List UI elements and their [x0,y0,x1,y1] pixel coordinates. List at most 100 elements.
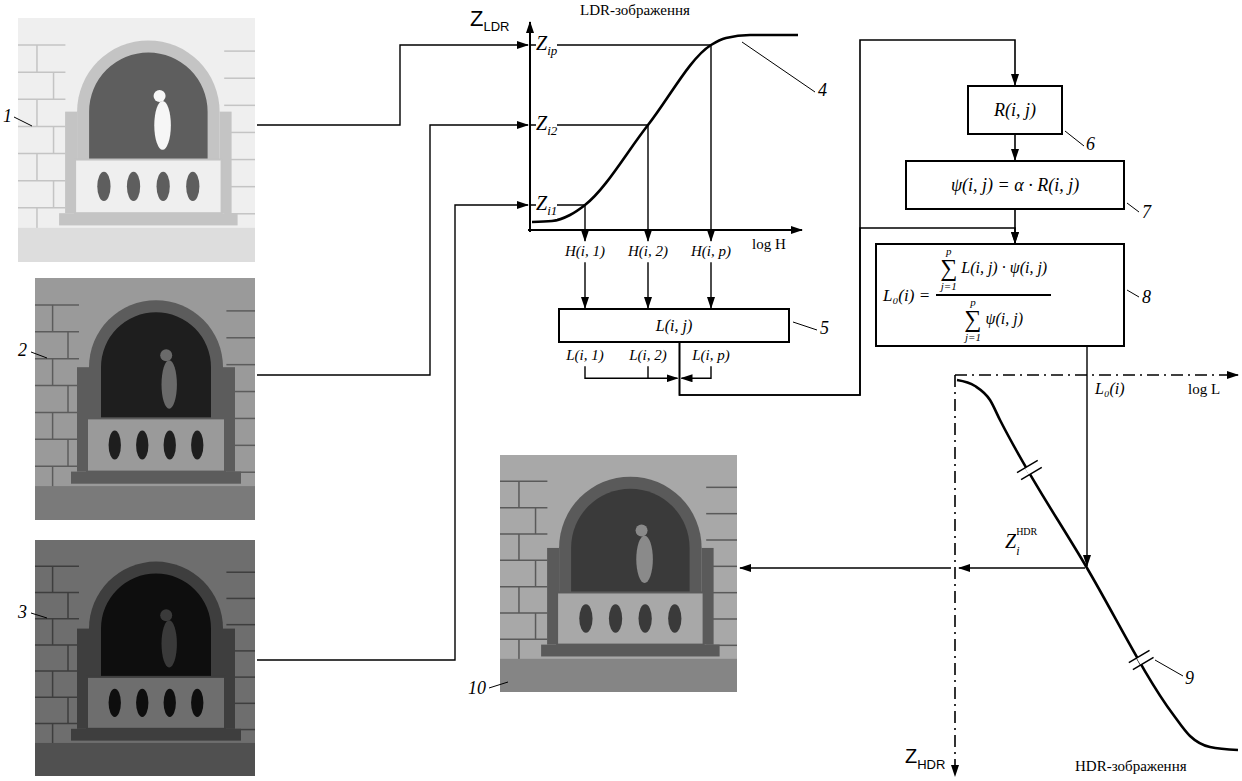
photo-wall [35,540,255,776]
baluster-opening [136,689,148,717]
stone-joint [35,592,79,594]
stone-joint [52,566,54,592]
axis [955,374,1238,376]
stone-joint [35,412,79,414]
callout-number: 8 [1142,287,1151,308]
stone-joint [706,513,737,515]
photo [35,540,255,776]
stone-joint [500,481,547,483]
arch-opening [571,489,690,607]
stone-joint [18,126,65,128]
stone-joint [35,697,79,699]
stone-joint [535,613,537,639]
formula-term: L(i, j) · ψ(i, j) [961,260,1047,276]
stone-joint [18,44,65,46]
axis-label: log L [1188,381,1220,398]
stone-joint [53,72,55,99]
axis [528,229,802,231]
stone-joint [36,154,38,181]
callout-number: 3 [18,602,27,623]
photo-link [257,125,528,375]
callout-number: 10 [468,678,486,699]
photo [500,455,737,692]
leader-line [14,117,32,126]
statue [636,536,653,583]
axis [954,375,956,776]
stone-joint [35,439,79,441]
stone-joint [518,587,520,613]
stone-joint [500,612,547,614]
callout-number: 6 [1086,134,1095,155]
photo-link [740,567,951,568]
formula-term: L₀(i) = [883,287,930,304]
exposure-arrow [647,262,648,308]
tone-curve [957,380,1238,750]
statue [162,620,177,667]
stone-joint [52,359,54,386]
stone-joint [226,598,255,600]
axis-label: Z [905,745,917,768]
exposure-arrow [584,262,585,308]
radiance-arrow [1086,347,1087,566]
baluster-opening [164,430,176,459]
leader-line [31,352,47,358]
baluster-opening [136,430,148,459]
stone-joint [18,180,65,182]
leader-line [1127,290,1139,297]
arch-frame [89,300,223,433]
stone-joint [67,697,69,723]
fraction-bar [936,294,1051,296]
photo [35,278,255,520]
stone-joint [18,207,65,209]
photo-wall [18,18,255,262]
stone-joint [53,126,55,153]
level-superscript: HDR [1016,526,1037,538]
level-label: Z [536,112,547,135]
stone-joint [18,99,65,101]
stone-joint [706,539,737,541]
baluster-opening [609,604,622,632]
baluster-opening [127,172,140,201]
exposure-label: H(i, p) [691,243,731,260]
exposure-arrow [710,262,711,308]
merge-bracket [647,366,648,378]
baluster-opening [639,604,652,632]
axis-subscript: HDR [917,758,945,773]
axis-label: log H [752,236,786,253]
stone-joint [706,487,737,489]
merge-bracket [682,366,712,378]
callout-number: 1 [3,106,12,127]
break-mark [1133,657,1154,669]
stone-joint [35,723,79,725]
break-mark [1021,467,1042,479]
callout-number: 7 [1142,202,1151,223]
flow-connector [1014,135,1016,160]
merge-bracket [585,366,678,378]
exposure-arrow [710,45,711,241]
pavement [35,743,255,776]
axis-label: Z [470,6,483,31]
pavement [35,486,255,520]
radiance-label: L(i, 1) [566,347,604,364]
balustrade [557,592,704,644]
statue-head [160,609,172,621]
stone-joint [518,534,520,560]
stone-joint [226,364,255,366]
formula-term: j=1 [941,281,957,292]
stone-joint [535,560,537,586]
stone-joint [500,507,547,509]
arch-frame [559,477,702,607]
box-label: R(i, j) [994,100,1036,121]
arch-opening [101,312,211,433]
process-box: L(i, j) [558,308,790,343]
callout-number: 4 [818,80,827,101]
arch-frame [77,40,220,174]
baluster-opening [157,172,170,201]
leader-line [1155,660,1183,676]
process-box: ψ(i, j) = α · R(i, j) [905,160,1125,210]
baluster-opening [191,689,203,717]
leader-line [793,322,817,330]
baluster-opening [579,604,592,632]
level-line [531,44,711,45]
radiance-label: L(i, p) [692,347,730,364]
